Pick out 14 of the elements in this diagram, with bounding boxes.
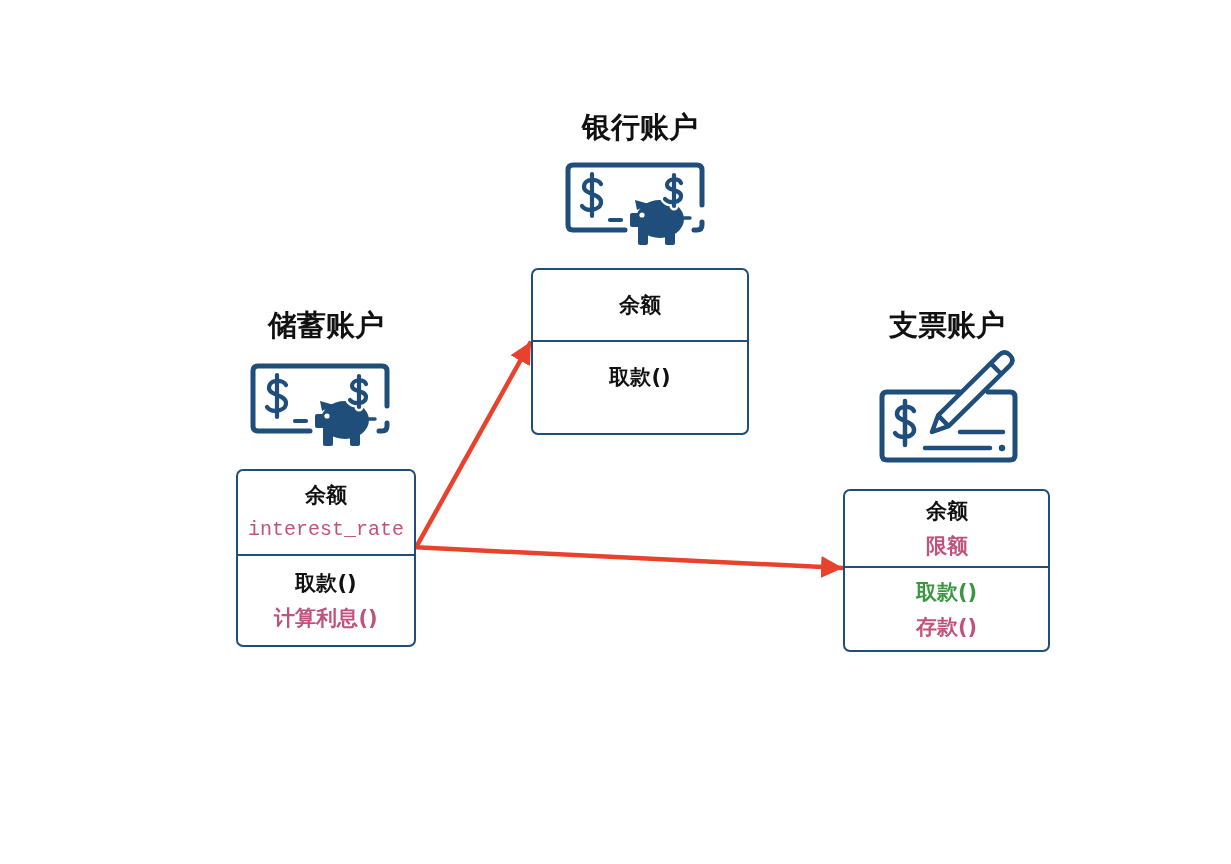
method-name: 存款()	[915, 613, 978, 640]
attribute-name: 余额	[925, 498, 968, 524]
class-title: 储蓄账户	[268, 308, 384, 343]
class-title: 支票账户	[888, 308, 1005, 343]
class-title: 银行账户	[582, 110, 698, 145]
method-name: 取款()	[609, 363, 671, 390]
attribute-name: 余额	[305, 482, 347, 508]
method-name: 取款()	[295, 570, 357, 596]
method-name: 取款()	[915, 578, 978, 605]
arrow	[415, 545, 844, 578]
method-name: 计算利息()	[274, 605, 378, 631]
attribute-name: 余额	[619, 292, 661, 318]
attribute-name: 限额	[925, 533, 968, 559]
attribute-name: interest_rate	[248, 517, 404, 543]
